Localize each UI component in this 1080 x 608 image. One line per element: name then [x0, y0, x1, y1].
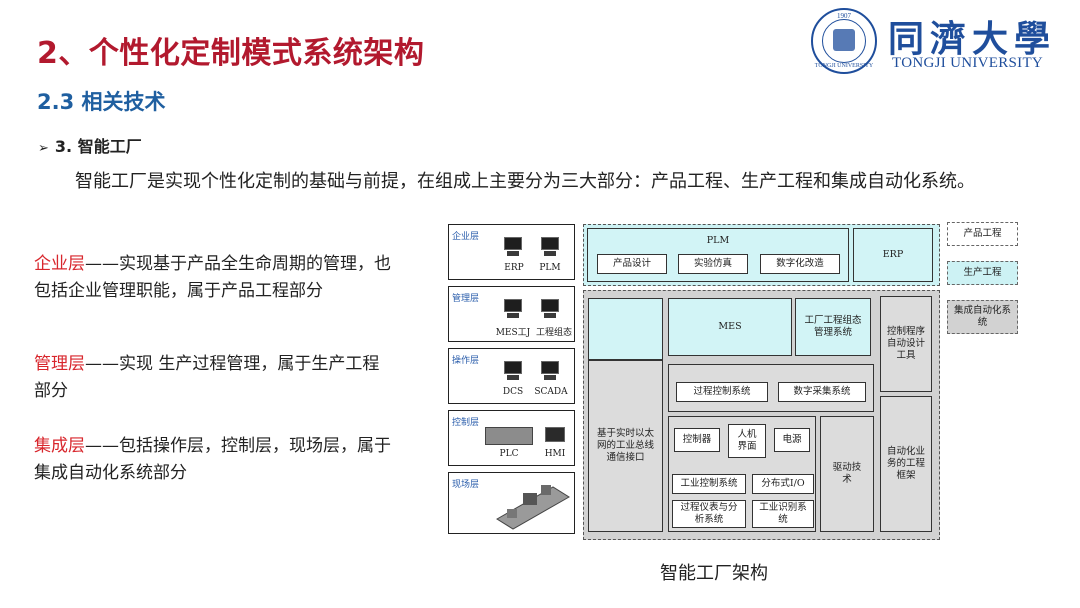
level-item: PLC	[499, 449, 519, 459]
computer-icon	[504, 299, 522, 319]
bullet-arrow-icon: ➢	[38, 141, 49, 156]
legend-product-engineering: 产品工程	[947, 222, 1018, 246]
layer-text: ——实现 生产过程管理，属于生产工程部分	[34, 354, 380, 401]
factory-config-box: 工厂工程组态管理系统	[795, 298, 871, 356]
simulation-box: 实验仿真	[678, 254, 748, 274]
data-acquisition-box: 数字采集系统	[778, 382, 866, 402]
ethernet-box: 基于实时以太网的工业总线通信接口	[588, 360, 663, 532]
level-item: 工程组态	[535, 328, 572, 338]
computer-icon	[541, 299, 559, 319]
production-line-icon	[496, 485, 570, 530]
layer-desc-enterprise: 企业层——实现基于产品全生命周期的管理，也包括企业管理职能，属于产品工程部分	[34, 251, 394, 305]
power-box: 电源	[774, 428, 810, 452]
seal-year: 1907	[837, 12, 851, 20]
auto-design-box: 控制程序自动设计工具	[880, 296, 932, 392]
bullet-heading: ➢ 3. 智能工厂	[38, 133, 142, 157]
computer-icon	[541, 361, 559, 381]
dio-box: 分布式I/O	[752, 474, 814, 494]
hmi-box: 人机界面	[728, 424, 766, 458]
section-subtitle: 2.3 相关技术	[37, 90, 166, 114]
seal-emblem	[833, 29, 855, 51]
layer-text: ——包括操作层，控制层，现场层，属于集成自动化系统部分	[34, 436, 391, 483]
level-management: 管理层 MES工J 工程组态	[448, 286, 575, 342]
diagram-caption: 智能工厂架构	[660, 563, 768, 584]
page-title: 2、个性化定制模式系统架构	[37, 36, 425, 71]
bullet-text: 3. 智能工厂	[54, 137, 142, 156]
legend-production-engineering: 生产工程	[947, 261, 1018, 285]
layer-name: 企业层	[34, 254, 85, 274]
level-label: 现场层	[452, 480, 480, 490]
university-name-en: TONGJI UNIVERSITY	[892, 55, 1044, 71]
mes-box: MES	[668, 298, 792, 356]
level-item: HMI	[544, 449, 566, 459]
erp-box: ERP	[853, 228, 933, 282]
process-control-box: 过程控制系统	[676, 382, 768, 402]
computer-icon	[504, 361, 522, 381]
legend-integration-automation: 集成自动化系统	[947, 300, 1018, 334]
intro-paragraph: 智能工厂是实现个性化定制的基础与前提，在组成上主要分为三大部分：产品工程、生产工…	[75, 171, 975, 192]
level-label: 管理层	[452, 294, 480, 304]
level-item: MES工J	[495, 328, 531, 338]
seal-inner-ring	[822, 19, 866, 63]
university-name-cn: 同濟大學	[888, 18, 1057, 60]
auto-framework-box: 自动化业务的工程框架	[880, 396, 932, 532]
layer-name: 管理层	[34, 354, 85, 374]
level-operation: 操作层 DCS SCADA	[448, 348, 575, 404]
identification-box: 工业识别系统	[752, 500, 814, 528]
hmi-icon	[545, 427, 565, 442]
ipc-box: 工业控制系统	[672, 474, 746, 494]
drive-box: 驱动技术	[820, 416, 874, 532]
layer-text: ——实现基于产品全生命周期的管理，也包括企业管理职能，属于产品工程部分	[34, 254, 391, 301]
computer-icon	[541, 237, 559, 257]
level-enterprise: 企业层 ERP PLM	[448, 224, 575, 280]
layer-desc-management: 管理层——实现 生产过程管理，属于生产工程部分	[34, 351, 394, 405]
level-item: SCADA	[534, 387, 568, 397]
smart-factory-diagram: 企业层 ERP PLM 管理层 MES工J 工程组态 操作层 DCS SCADA…	[448, 224, 1018, 542]
level-item: PLM	[539, 263, 561, 273]
university-seal-icon: 1907 TONGJI UNIVERSITY	[811, 8, 877, 74]
ethernet-top-box	[588, 298, 663, 360]
level-label: 操作层	[452, 356, 480, 366]
level-item: DCS	[502, 387, 524, 397]
layer-name: 集成层	[34, 436, 85, 456]
controller-box: 控制器	[674, 428, 720, 452]
digital-transform-box: 数字化改造	[760, 254, 840, 274]
layer-desc-integration: 集成层——包括操作层，控制层，现场层，属于集成自动化系统部分	[34, 433, 394, 487]
level-item: ERP	[504, 263, 524, 273]
plm-label: PLM	[706, 235, 730, 246]
product-design-box: 产品设计	[597, 254, 667, 274]
level-label: 控制层	[452, 418, 480, 428]
instrument-box: 过程仪表与分析系统	[672, 500, 746, 528]
level-label: 企业层	[452, 232, 480, 242]
level-field: 现场层	[448, 472, 575, 534]
computer-icon	[504, 237, 522, 257]
plc-icon	[485, 427, 533, 445]
level-control: 控制层 PLC HMI	[448, 410, 575, 466]
seal-ring-text: TONGJI UNIVERSITY	[814, 63, 874, 69]
